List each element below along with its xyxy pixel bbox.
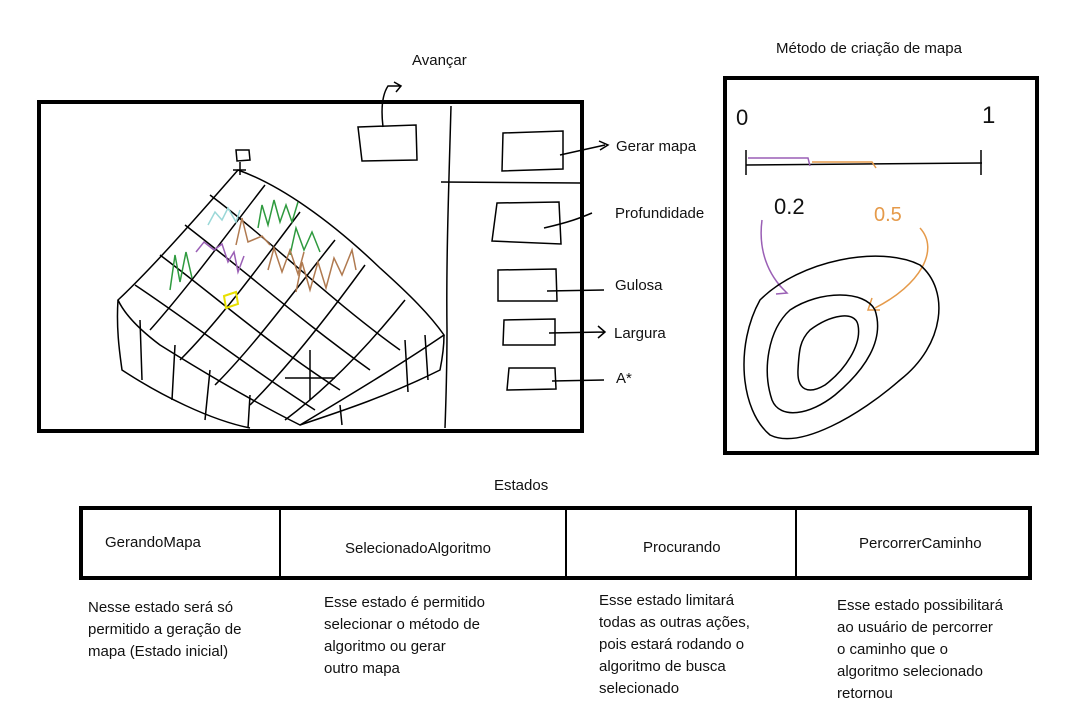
terrain-brown [267, 245, 305, 277]
state-percorrer-caminho: PercorrerCaminho [795, 510, 1028, 576]
terrain-green [289, 225, 321, 256]
terrain-brown [295, 247, 357, 293]
state-name: GerandoMapa [105, 534, 201, 551]
astar-search-label: A* [616, 370, 632, 387]
contour-middle [766, 294, 879, 414]
states-bar: GerandoMapa SelecionadoAlgoritmo Procura… [79, 506, 1032, 580]
menu-divider-vertical [444, 105, 452, 429]
map-grid-line [214, 239, 336, 386]
map-grid-line [159, 254, 341, 391]
value-a-label: 0.2 [774, 194, 805, 219]
map-method-title: Método de criação de mapa [776, 40, 962, 57]
main-panel-frame [37, 100, 584, 433]
contour-outer [743, 255, 940, 440]
map-grid-line [149, 184, 266, 331]
slider-max-label: 1 [982, 102, 996, 129]
terrain-cyan [207, 206, 241, 226]
breadth-search-arrow [548, 325, 607, 339]
map-start-marker [233, 149, 251, 175]
purple-value-arrow [760, 219, 789, 295]
orange-value-arrow [866, 227, 929, 311]
state-description: Esse estado limitará todas as outras açõ… [599, 592, 750, 697]
generate-map-button[interactable] [501, 130, 564, 172]
contour-map [743, 255, 940, 440]
map-right-side [299, 334, 445, 426]
state-description: Nesse estado será só permitido a geração… [88, 599, 242, 660]
map-grid-line [134, 284, 316, 411]
greedy-search-button[interactable] [497, 268, 558, 302]
advance-label: Avançar [412, 52, 467, 69]
map-sketch [116, 149, 446, 429]
breadth-search-button[interactable] [502, 318, 556, 346]
greedy-search-label: Gulosa [615, 277, 663, 294]
terrain-yellow [222, 290, 240, 310]
map-grid-line [284, 299, 406, 421]
terrain-green [257, 199, 299, 229]
map-cross [285, 350, 335, 400]
map-method-panel [723, 76, 1039, 455]
depth-search-label: Profundidade [615, 205, 705, 222]
map-grid-line [249, 264, 366, 406]
map-grid-line [209, 194, 401, 351]
menu-divider-horizontal [440, 181, 581, 184]
slider-min-label: 0 [736, 105, 749, 130]
map-side-lines [139, 319, 429, 429]
advance-arrow [381, 81, 403, 128]
state-name: SelecionadoAlgoritmo [345, 540, 491, 557]
state-selecionado-algoritmo: SelecionadoAlgoritmo [279, 510, 565, 576]
state-description: Esse estado possibilitará ao usuário de … [837, 597, 1003, 702]
depth-search-arrow [543, 212, 593, 229]
slider-end-ticks [745, 150, 982, 175]
generate-map-arrow [559, 140, 610, 156]
state-name: PercorrerCaminho [859, 535, 982, 552]
depth-search-button[interactable] [491, 201, 562, 245]
map-top-outline [117, 169, 446, 426]
value-b-label: 0.5 [874, 204, 902, 226]
astar-search-button[interactable] [506, 367, 557, 391]
slider-marker-purple[interactable] [748, 157, 811, 167]
contour-inner [797, 315, 860, 391]
map-left-side [116, 299, 251, 429]
state-gerando-mapa: GerandoMapa [83, 510, 279, 576]
terrain-purple [195, 240, 245, 275]
astar-search-arrow [551, 379, 605, 382]
state-name: Procurando [643, 539, 721, 556]
states-title: Estados [494, 477, 549, 494]
advance-button[interactable] [357, 124, 418, 162]
breadth-search-label: Largura [614, 325, 666, 342]
terrain-green [169, 251, 193, 291]
greedy-search-arrow [546, 289, 605, 292]
slider-marker-orange[interactable] [812, 161, 877, 169]
state-procurando: Procurando [565, 510, 795, 576]
map-grid-line [179, 211, 301, 361]
slider-track[interactable] [745, 162, 983, 166]
terrain-brown [235, 217, 271, 246]
state-description: Esse estado é permitido selecionar o mét… [324, 594, 485, 677]
map-grid-line [184, 224, 371, 371]
generate-map-label: Gerar mapa [616, 138, 697, 155]
